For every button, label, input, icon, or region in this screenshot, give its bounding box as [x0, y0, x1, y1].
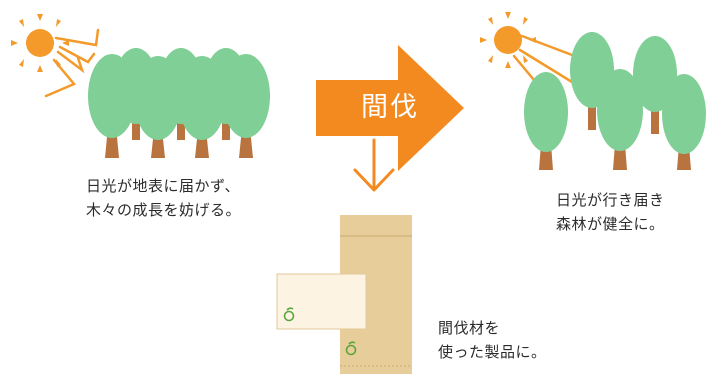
blocked-sunlight-rays: [44, 28, 100, 98]
product-caption-line-2: 使った製品に。: [438, 343, 547, 361]
before-caption-line-2: 木々の成長を妨げる。: [86, 201, 242, 219]
dense-forest: [88, 48, 270, 158]
after-caption-line-1: 日光が行き届き: [556, 191, 665, 209]
after-caption-line-2: 森林が健全に。: [556, 215, 665, 233]
thinning-label: 間伐: [361, 92, 419, 123]
before-caption-line-1: 日光が地表に届かず、: [86, 177, 240, 195]
product-caption: 間伐材を 使った製品に。: [438, 316, 547, 364]
sun-icon-right: [480, 12, 536, 68]
eco-mark-icon: [283, 307, 295, 322]
sun-icon-left: [11, 14, 69, 72]
before-caption: 日光が地表に届かず、 木々の成長を妨げる。: [86, 174, 241, 222]
after-caption: 日光が行き届き 森林が健全に。: [556, 188, 665, 236]
down-arrow-icon: [353, 138, 395, 192]
thinning-process-arrow: [316, 45, 464, 171]
product-caption-line-1: 間伐材を: [438, 319, 501, 337]
card-product: [276, 273, 367, 330]
healthy-forest: [524, 32, 706, 170]
eco-mark-icon: [345, 341, 357, 356]
